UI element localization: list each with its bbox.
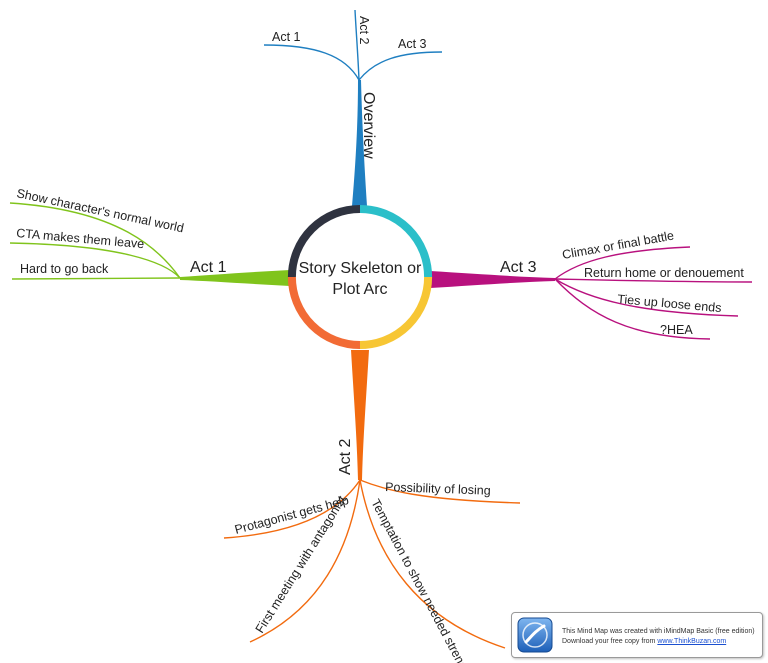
footer-line1: This Mind Map was created with iMindMap … — [562, 628, 755, 635]
act2-sub-losing[interactable]: Possibility of losing — [385, 480, 491, 498]
footer-text: This Mind Map was created with iMindMap … — [562, 627, 755, 647]
branch-act3[interactable]: Act 3 Climax or final battle Return home… — [430, 228, 753, 340]
branch-act3-label: Act 3 — [500, 259, 537, 276]
act3-sub-loose-ends-line — [554, 278, 739, 317]
central-title-line2: Plot Arc — [332, 281, 387, 298]
footer-line2: Download your free copy from www.ThinkBu… — [562, 637, 755, 647]
overview-sub-act1-line — [263, 44, 360, 81]
act1-sub-cta-line — [9, 242, 181, 279]
act2-sub-help-line — [223, 479, 361, 539]
branch-act1-label: Act 1 — [190, 259, 227, 276]
ring-segment-dark — [287, 204, 361, 278]
central-title-line1: Story Skeleton or — [299, 260, 422, 277]
act2-sub-temptation[interactable]: Temptation to show needed strength — [368, 497, 475, 663]
overview-sub-act2[interactable]: Act 2 — [357, 16, 371, 45]
act1-sub-normal-world-line — [9, 202, 181, 279]
act3-sub-climax[interactable]: Climax or final battle — [561, 228, 675, 261]
central-node[interactable]: Story Skeleton or Plot Arc — [287, 204, 433, 350]
branch-overview-label: Overview — [360, 92, 377, 159]
branch-overview-trunk — [352, 80, 367, 206]
act1-sub-hard-to-go-back[interactable]: Hard to go back — [20, 262, 109, 276]
act2-sub-temptation-line — [359, 479, 506, 649]
ring-segment-orange — [287, 276, 361, 350]
act1-sub-hard-to-go-back-line — [11, 277, 181, 280]
ring-segment-teal — [359, 204, 433, 278]
ring-segment-yellow — [359, 276, 433, 350]
overview-sub-act2-line — [354, 9, 360, 81]
act3-sub-hea[interactable]: ?HEA — [660, 323, 693, 337]
act3-sub-return-home-line — [554, 278, 753, 283]
overview-sub-act3[interactable]: Act 3 — [398, 37, 427, 51]
branch-act2-label: Act 2 — [337, 438, 354, 475]
branch-act1[interactable]: Act 1 Show character's normal world CTA … — [9, 186, 290, 286]
imindmap-logo-icon — [517, 617, 553, 653]
act3-sub-climax-line — [554, 246, 691, 280]
imindmap-footer: This Mind Map was created with iMindMap … — [511, 612, 763, 658]
thinkbuzan-link[interactable]: www.ThinkBuzan.com — [657, 638, 727, 645]
overview-sub-act3-line — [358, 51, 443, 81]
act2-sub-antagonist-line — [249, 479, 361, 643]
footer-line2-prefix: Download your free copy from — [562, 638, 658, 645]
central-node-fill — [292, 209, 428, 345]
overview-sub-act1[interactable]: Act 1 — [272, 30, 301, 44]
branch-overview[interactable]: Overview Act 1 Act 2 Act 3 — [263, 9, 443, 206]
act2-sub-losing-line — [359, 479, 521, 504]
branch-act2-trunk — [351, 350, 369, 480]
branch-act3-trunk — [430, 271, 555, 288]
act3-sub-hea-line — [554, 278, 711, 340]
branch-act1-trunk — [180, 270, 290, 286]
branch-act2[interactable]: Act 2 Possibility of losing Protagonist … — [223, 350, 521, 663]
act3-sub-return-home[interactable]: Return home or denouement — [584, 266, 744, 280]
